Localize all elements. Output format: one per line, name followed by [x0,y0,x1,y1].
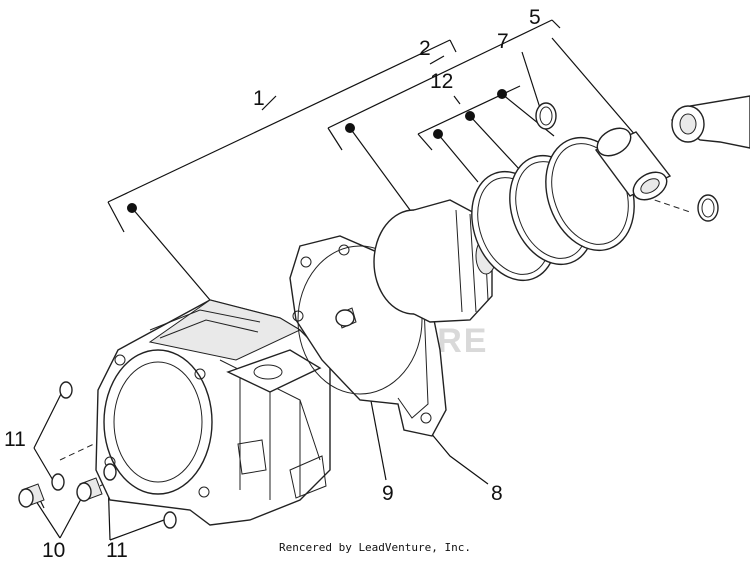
footer-credit: Rencered by LeadVenture, Inc. [278,541,472,554]
cylinder-block [95,299,331,526]
callout-2: 2 [419,37,431,60]
dowel-pin [335,307,357,329]
callout-5: 5 [529,6,541,29]
callout-11-left: 11 [4,428,26,451]
callout-7: 7 [497,30,509,53]
callout-1: 1 [253,87,265,110]
callout-9: 9 [382,482,394,505]
callout-12: 12 [430,70,453,93]
callout-dots [127,89,507,213]
callout-8: 8 [491,482,503,505]
callout-11-bottom: 11 [106,539,128,562]
circlips [535,102,719,222]
piston-pin [594,127,672,201]
callout-10: 10 [42,539,65,562]
washers-and-dowels [18,381,177,529]
callout-labels: 1 2 5 7 12 8 9 11 10 11 [4,6,541,562]
connecting-rod [670,95,750,149]
